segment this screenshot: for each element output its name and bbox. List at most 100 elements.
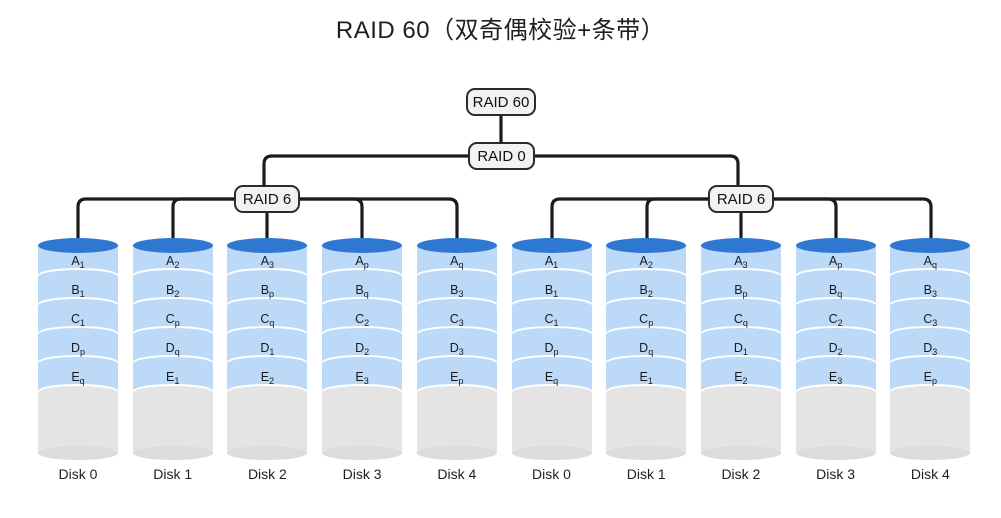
disk-block-label: Ep <box>923 369 937 386</box>
disk-block-subscript: 3 <box>269 259 275 270</box>
disk-block-label: Bq <box>828 282 843 299</box>
disk-block-subscript: p <box>363 259 369 270</box>
disk-block-subscript: p <box>742 288 748 299</box>
disk-block-label: D2 <box>355 340 370 357</box>
disk-block-subscript: 1 <box>553 288 559 299</box>
node-raid6-right[interactable]: RAID 6 <box>708 185 774 213</box>
disk-label: Disk 0 <box>532 466 571 482</box>
disk-block-subscript: 2 <box>174 259 180 270</box>
disk-block-subscript: 2 <box>174 288 180 299</box>
disk-block-label: B3 <box>923 282 937 299</box>
disk-block-subscript: p <box>837 259 843 270</box>
disk-block-label: A1 <box>544 253 559 270</box>
disk-free-space <box>38 384 118 460</box>
disk-free-space <box>511 384 592 460</box>
disk-block-subscript: 1 <box>553 317 559 328</box>
disk-block-label: E1 <box>166 369 180 386</box>
disk-block-subscript: q <box>837 288 843 299</box>
disk-block-label: Dq <box>165 340 180 357</box>
disk-block-subscript: 1 <box>80 317 86 328</box>
disk-block-subscript: 2 <box>837 346 843 357</box>
disk-label: Disk 1 <box>153 466 193 482</box>
disk-label: Disk 3 <box>342 466 382 482</box>
disk-free-space <box>606 384 687 460</box>
disk-block-label: D1 <box>733 340 748 357</box>
disk-top-ellipse <box>322 238 403 253</box>
disk-block[interactable]: C2 <box>322 297 403 333</box>
disk-block-label: Ap <box>828 253 843 270</box>
disk-block-label: A3 <box>734 253 748 270</box>
node-raid60[interactable]: RAID 60 <box>466 88 536 116</box>
disk-block-label: E1 <box>639 369 653 386</box>
disk-top-ellipse <box>227 238 308 253</box>
disk-block[interactable]: E1 <box>606 355 687 391</box>
disk-block-subscript: q <box>931 259 937 270</box>
disk-free-space <box>132 384 213 460</box>
disk-block-label: E3 <box>355 369 369 386</box>
disk-block-label: Aq <box>923 253 937 270</box>
disk-block-label: Ep <box>450 369 464 386</box>
disk-block-subscript: q <box>648 346 654 357</box>
disk-block-label: B1 <box>544 282 559 299</box>
disk-block-label: E2 <box>260 369 275 386</box>
disk-free-space <box>227 384 308 460</box>
disk-top-ellipse <box>606 238 687 253</box>
disk-free-space <box>795 384 876 460</box>
disk-block-label: Cp <box>165 311 180 328</box>
disk-block-label: Ap <box>355 253 369 270</box>
disk-block[interactable]: Dp <box>511 326 592 362</box>
disk-block-subscript: 3 <box>742 259 748 270</box>
disk-block-label: C1 <box>544 311 559 328</box>
disk-bottom-ellipse <box>322 446 403 460</box>
disk-label: Disk 4 <box>437 466 477 482</box>
disk-block-label: C2 <box>355 311 370 328</box>
disk-label: Disk 0 <box>58 466 98 482</box>
disk-block-label: C1 <box>70 311 86 328</box>
disk-block-label: Bp <box>734 282 748 299</box>
disk-block-label: B3 <box>450 282 464 299</box>
disk-bottom-ellipse <box>38 446 118 460</box>
disk-block-label: Dq <box>639 340 654 357</box>
disk-block-subscript: 3 <box>458 346 464 357</box>
disk-block-subscript: 2 <box>837 317 843 328</box>
disk-bottom-ellipse <box>511 446 592 460</box>
disk-block-label: E3 <box>828 369 843 386</box>
disk-block-label: B2 <box>166 282 180 299</box>
node-raid0[interactable]: RAID 0 <box>468 142 535 170</box>
disk-block-subscript: p <box>80 346 86 357</box>
disk-block-label: Eq <box>544 369 559 386</box>
disk-bottom-ellipse <box>606 446 687 460</box>
disk-block-subscript: p <box>648 317 654 328</box>
disk-bottom-ellipse <box>227 446 308 460</box>
disk-block-subscript: p <box>931 375 937 386</box>
disk-block-subscript: 3 <box>932 346 938 357</box>
disk-block-label: A2 <box>639 253 653 270</box>
disk-bottom-ellipse <box>890 446 971 460</box>
disk-bottom-ellipse <box>700 446 781 460</box>
node-raid6-left[interactable]: RAID 6 <box>234 185 300 213</box>
disk-block-label: E2 <box>734 369 748 386</box>
disk-block-subscript: q <box>363 288 369 299</box>
disk-block[interactable]: Bq <box>322 268 403 304</box>
disk-block[interactable]: B2 <box>606 268 687 304</box>
disk-block-subscript: 3 <box>363 375 369 386</box>
disk-top-ellipse <box>132 238 213 253</box>
